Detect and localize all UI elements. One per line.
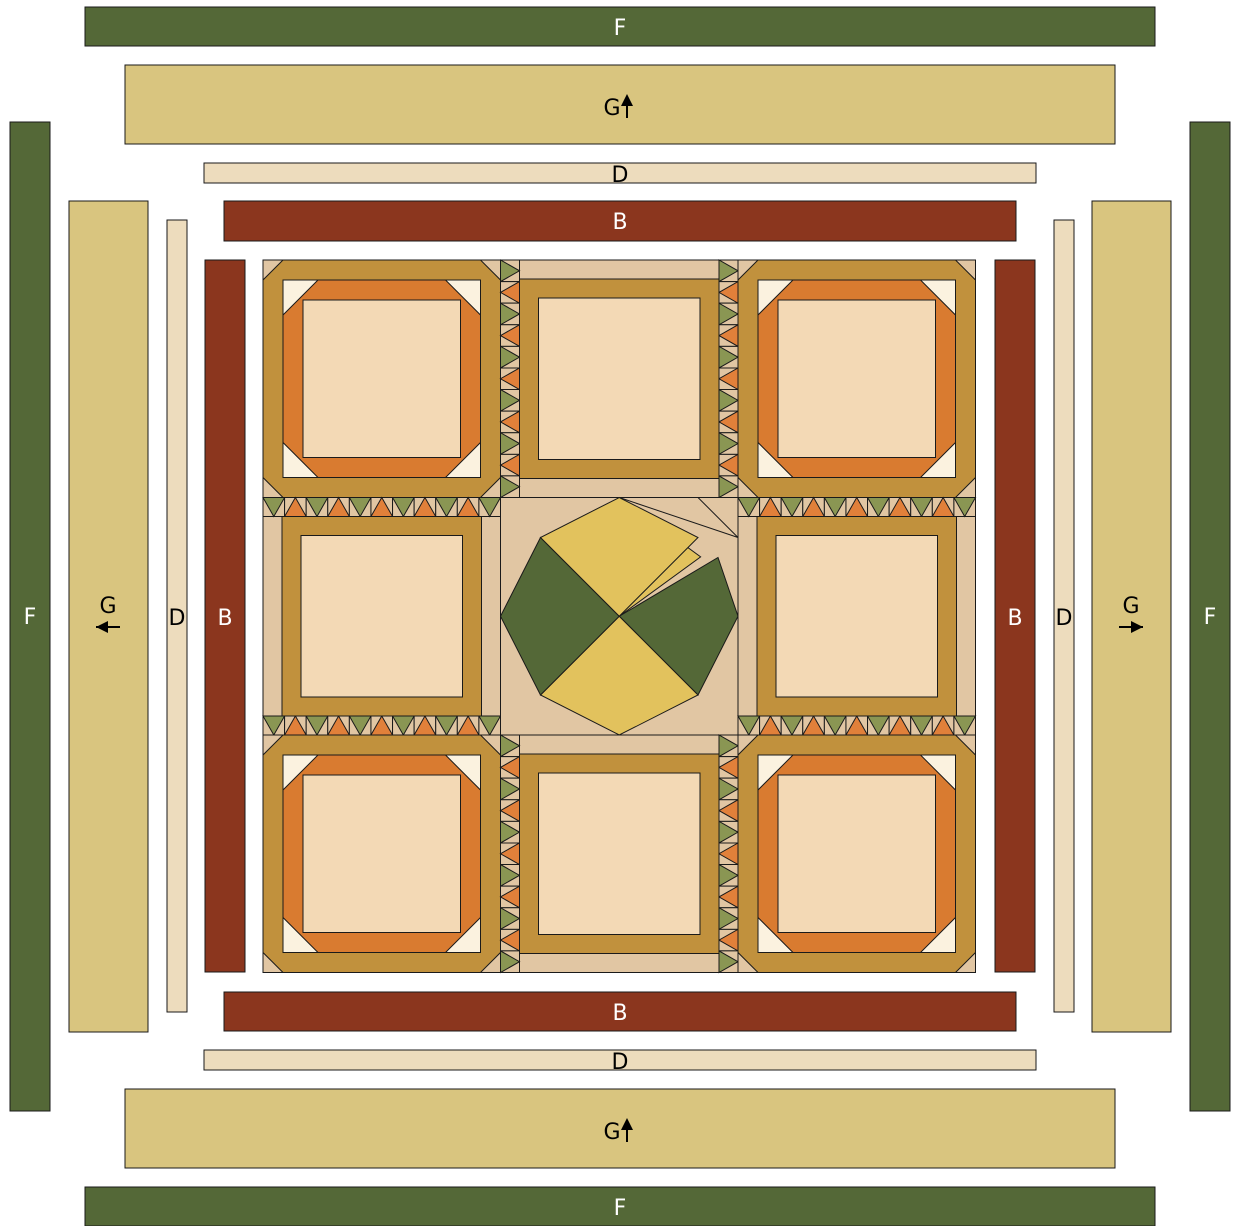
framed-block-left bbox=[263, 498, 501, 736]
border-g-top: G bbox=[125, 65, 1115, 144]
border-f-right-label: F bbox=[1204, 605, 1217, 630]
border-g-left-label: G bbox=[99, 594, 116, 619]
border-b-left: B bbox=[205, 260, 245, 972]
border-b-top-label: B bbox=[612, 210, 627, 235]
border-d-left: D bbox=[167, 220, 187, 1012]
border-b-left-label: B bbox=[217, 606, 232, 631]
border-g-right-label: G bbox=[1122, 594, 1139, 619]
border-f-bottom: F bbox=[85, 1187, 1155, 1226]
border-g-bottom-label: G bbox=[603, 1120, 620, 1145]
block-center bbox=[539, 298, 701, 460]
center-medallion bbox=[501, 498, 739, 736]
border-d-right-label: D bbox=[1056, 606, 1073, 631]
block-center bbox=[778, 775, 936, 933]
border-g-bottom: G bbox=[125, 1089, 1115, 1168]
border-b-top: B bbox=[224, 201, 1016, 241]
border-f-bottom-label: F bbox=[614, 1196, 627, 1221]
border-b-right-label: B bbox=[1007, 606, 1022, 631]
block-center bbox=[303, 775, 461, 933]
border-f-top-label: F bbox=[614, 16, 627, 41]
border-d-right: D bbox=[1054, 220, 1074, 1012]
border-f-left-label: F bbox=[24, 605, 37, 630]
block-center bbox=[539, 773, 701, 935]
corner-block-top-left bbox=[263, 260, 501, 498]
framed-block-top bbox=[501, 260, 739, 498]
border-f-right: F bbox=[1190, 122, 1230, 1111]
border-d-bottom: D bbox=[204, 1050, 1036, 1075]
border-d-top-label: D bbox=[612, 163, 629, 188]
border-b-bottom: B bbox=[224, 992, 1016, 1031]
block-center bbox=[303, 300, 461, 458]
border-f-left: F bbox=[10, 122, 50, 1111]
border-b-bottom-label: B bbox=[612, 1001, 627, 1026]
corner-block-top-right bbox=[738, 260, 976, 498]
border-f-top: F bbox=[85, 7, 1155, 46]
border-g-left: G bbox=[69, 201, 148, 1032]
block-center bbox=[301, 536, 463, 698]
border-b-right: B bbox=[995, 260, 1035, 972]
border-g-top-label: G bbox=[603, 96, 620, 121]
corner-block-bottom-right bbox=[738, 735, 976, 973]
block-center bbox=[776, 536, 938, 698]
framed-block-right bbox=[738, 498, 976, 736]
border-g-right: G bbox=[1092, 201, 1171, 1032]
border-d-top: D bbox=[204, 163, 1036, 188]
block-center bbox=[778, 300, 936, 458]
border-d-left-label: D bbox=[169, 606, 186, 631]
border-d-bottom-label: D bbox=[612, 1050, 629, 1075]
corner-block-bottom-left bbox=[263, 735, 501, 973]
center-quilt-blocks bbox=[263, 260, 976, 973]
framed-block-bottom bbox=[501, 735, 739, 973]
